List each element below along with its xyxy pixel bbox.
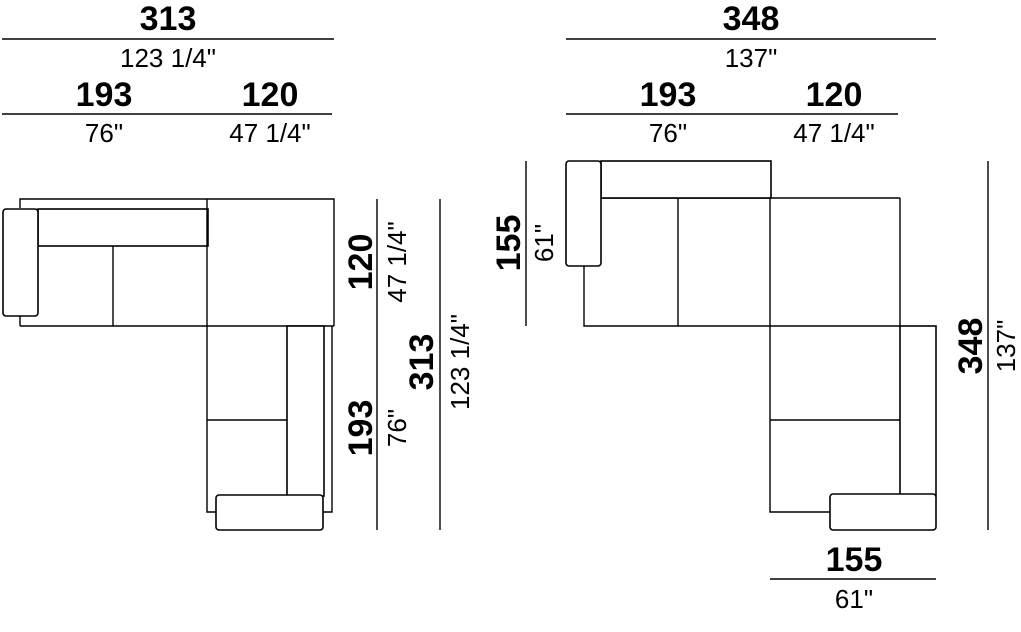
left-section-b-in: 47 1/4" bbox=[229, 118, 311, 148]
right-armrest bbox=[565, 160, 602, 267]
left-armrest bbox=[2, 208, 39, 317]
right-sofa-outline bbox=[565, 160, 937, 531]
right-section-b-cm: 120 bbox=[806, 76, 863, 114]
right-bottom-width-in: 61" bbox=[835, 584, 873, 614]
right-overall-width-cm: 348 bbox=[723, 0, 780, 38]
right-chaise-back bbox=[899, 325, 937, 497]
left-chaise-depth-cm: 193 bbox=[342, 400, 380, 457]
left-chaise-depth-in: 76" bbox=[382, 409, 412, 447]
right-overall-depth-in: 137" bbox=[991, 320, 1021, 373]
left-sofa-plan: 313 123 1/4" 193 76" 120 47 1/4" bbox=[2, 0, 475, 531]
right-sofa-plan: 348 137" 193 76" 120 47 1/4" bbox=[490, 0, 1021, 614]
left-overall-depth-cm: 313 bbox=[403, 334, 441, 391]
right-chaise-end bbox=[829, 493, 937, 531]
right-section-a-in: 76" bbox=[649, 118, 687, 148]
right-arm-depth-in: 61" bbox=[529, 224, 559, 262]
right-section-a-cm: 193 bbox=[640, 76, 697, 114]
left-section-b-cm: 120 bbox=[242, 76, 299, 114]
left-section-a-cm: 193 bbox=[76, 76, 133, 114]
right-overall-depth-cm: 348 bbox=[952, 318, 990, 375]
right-overall-width-in: 137" bbox=[725, 43, 778, 73]
left-sofa-outline bbox=[2, 198, 335, 531]
right-arm-depth-cm: 155 bbox=[490, 215, 528, 272]
left-overall-depth-in: 123 1/4" bbox=[445, 314, 475, 410]
left-overall-width-in: 123 1/4" bbox=[120, 43, 216, 73]
left-overall-width-cm: 313 bbox=[140, 0, 197, 38]
left-chaise-back bbox=[286, 325, 325, 497]
right-back-cushion bbox=[600, 160, 772, 199]
left-chaise-end bbox=[215, 494, 324, 531]
left-section-a-in: 76" bbox=[85, 118, 123, 148]
right-bottom-width-cm: 155 bbox=[826, 541, 883, 579]
left-corner-depth-cm: 120 bbox=[342, 234, 380, 291]
left-back-cushion bbox=[37, 208, 209, 247]
left-corner-depth-in: 47 1/4" bbox=[382, 221, 412, 303]
right-section-b-in: 47 1/4" bbox=[793, 118, 875, 148]
